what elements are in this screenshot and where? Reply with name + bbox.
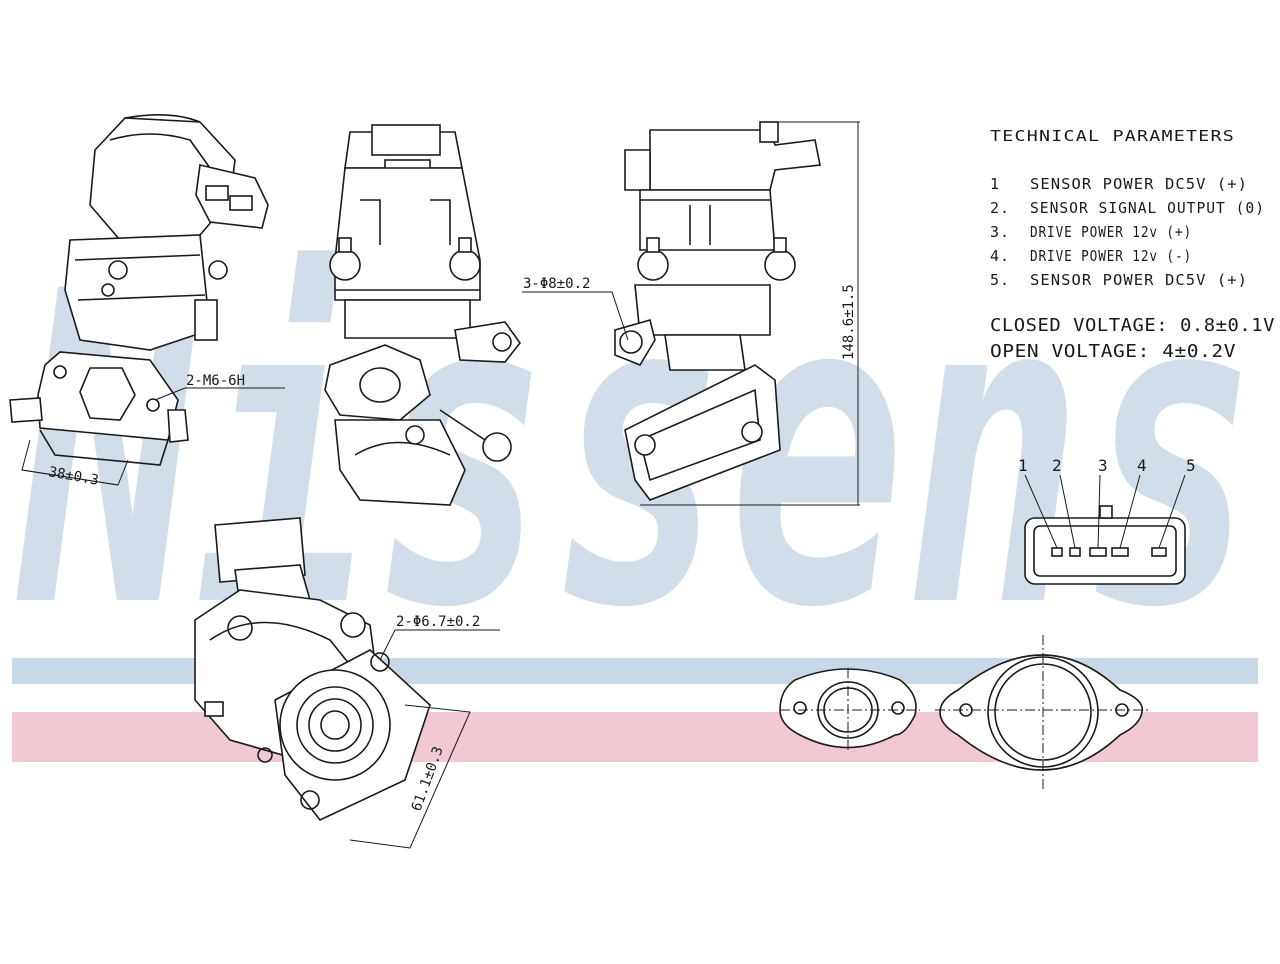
dim-holes-8: 3-Φ8±0.2 <box>523 276 590 292</box>
param-num-1: 1 <box>990 175 1000 193</box>
dim-holes-67: 2-Φ6.7±0.2 <box>396 614 480 630</box>
pin-label-1: 1 <box>1018 456 1028 475</box>
pin-label-2: 2 <box>1052 456 1062 475</box>
pin-label-3: 3 <box>1098 456 1108 475</box>
dim-height-148: 148.6±1.5 <box>841 284 857 360</box>
technical-parameters: TECHNICAL PARAMETERS 1 SENSOR POWER DC5V… <box>990 127 1275 362</box>
connector-pinout <box>1024 474 1186 585</box>
param-label-4: DRIVE POWER 12v (-) <box>1030 247 1192 265</box>
view-isometric-top <box>9 114 285 486</box>
pin-label-5: 5 <box>1186 456 1196 475</box>
param-num-2: 2. <box>990 199 1010 217</box>
view-front <box>324 124 522 506</box>
gasket-large <box>935 635 1150 790</box>
dim-thread: 2-M6-6H <box>186 373 245 389</box>
open-voltage: OPEN VOLTAGE: 4±0.2V <box>990 341 1236 362</box>
param-num-4: 4. <box>990 247 1010 265</box>
param-label-5: SENSOR POWER DC5V (+) <box>1030 271 1248 289</box>
pin-label-4: 4 <box>1137 456 1147 475</box>
param-label-3: DRIVE POWER 12v (+) <box>1030 223 1192 241</box>
view-side <box>522 121 860 506</box>
param-label-2: SENSOR SIGNAL OUTPUT (0) <box>1030 199 1265 217</box>
param-num-3: 3. <box>990 223 1010 241</box>
param-num-5: 5. <box>990 271 1010 289</box>
closed-voltage: CLOSED VOLTAGE: 0.8±0.1V <box>990 315 1275 336</box>
parameters-title: TECHNICAL PARAMETERS <box>990 127 1235 145</box>
view-isometric-bottom <box>194 517 500 849</box>
param-label-1: SENSOR POWER DC5V (+) <box>1030 175 1248 193</box>
gasket-small <box>779 668 920 752</box>
